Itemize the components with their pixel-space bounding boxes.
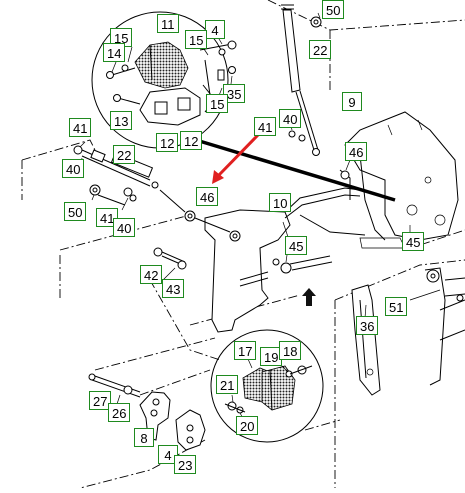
callout-51: 51 (385, 297, 408, 316)
callout-8: 8 (134, 428, 154, 447)
main-plate-10 (204, 187, 366, 333)
callout-13: 13 (110, 111, 133, 130)
callout-9: 9 (342, 92, 362, 111)
up-arrow-icon (302, 288, 316, 306)
detail-circle-bottom (210, 329, 324, 443)
callout-41: 41 (254, 117, 277, 136)
callout-46: 46 (196, 187, 219, 206)
gas-spring-top (281, 4, 322, 156)
callout-41: 41 (69, 118, 92, 137)
callout-10: 10 (269, 193, 292, 212)
callout-41: 41 (96, 208, 119, 227)
callout-22: 22 (309, 40, 332, 59)
callout-23: 23 (174, 455, 197, 474)
right-assembly (351, 267, 465, 396)
callout-40: 40 (113, 218, 136, 237)
callout-46: 46 (345, 142, 368, 161)
callout-15: 15 (110, 28, 133, 47)
callout-14: 14 (103, 43, 126, 62)
callout-22: 22 (113, 145, 136, 164)
callout-12: 12 (180, 131, 203, 150)
callout-50: 50 (64, 202, 87, 221)
callout-45: 45 (285, 236, 308, 255)
callout-27: 27 (89, 391, 112, 410)
callout-42: 42 (140, 265, 163, 284)
callout-20: 20 (236, 416, 259, 435)
callout-36: 36 (356, 316, 379, 335)
callout-4: 4 (205, 20, 225, 39)
callout-15: 15 (185, 30, 208, 49)
red-pointer-arrow (212, 133, 260, 184)
callout-40: 40 (62, 159, 85, 178)
callout-19: 19 (260, 347, 283, 366)
callout-18: 18 (279, 341, 302, 360)
callout-43: 43 (162, 279, 185, 298)
callout-45: 45 (402, 232, 425, 251)
callout-26: 26 (108, 403, 131, 422)
callout-21: 21 (216, 375, 239, 394)
callout-50: 50 (322, 0, 345, 19)
bracket-9 (339, 111, 459, 249)
bolt-42 (153, 247, 187, 270)
callout-35: 35 (223, 84, 246, 103)
callout-12: 12 (156, 133, 179, 152)
callout-4: 4 (158, 445, 178, 464)
callout-15: 15 (206, 94, 229, 113)
callout-11: 11 (157, 14, 179, 33)
thick-leader-line (195, 138, 396, 202)
detail-circle-top (91, 11, 237, 149)
callout-40: 40 (279, 109, 302, 128)
callout-17: 17 (234, 341, 257, 360)
